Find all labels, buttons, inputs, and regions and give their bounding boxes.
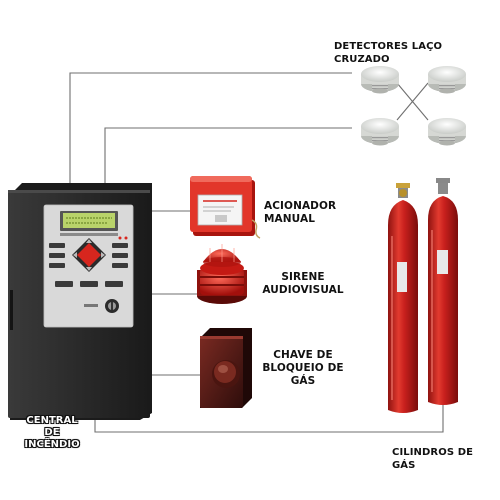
- smoke-detector-icon: [361, 118, 399, 146]
- lcd-display: [63, 213, 115, 228]
- wiring: [69, 72, 444, 433]
- acionador-label-line: ACIONADOR: [264, 200, 337, 212]
- central-label-line: INCÊNDIO: [24, 439, 80, 450]
- acionador-label: ACIONADOR MANUAL: [264, 200, 336, 226]
- chave-label-line: GÁS: [290, 375, 316, 387]
- central-label: CENTRAL DE INCÊNDIO: [8, 415, 96, 451]
- wire-cilindros: [94, 405, 444, 433]
- sirene-label-line: AUDIOVISUAL: [262, 284, 344, 296]
- panel-buttons-bottom: [55, 281, 123, 287]
- central-label-line: CENTRAL: [26, 415, 78, 426]
- sirene-label: SIRENE AUDIOVISUAL: [258, 271, 348, 297]
- sirene-label-line: SIRENE: [281, 271, 325, 283]
- panel-buttons-left: [49, 243, 65, 268]
- smoke-detector-icon: [361, 66, 399, 94]
- panel-buttons-right: [112, 243, 128, 268]
- cylinder-label: [437, 250, 448, 274]
- navigation-keypad: [72, 238, 106, 272]
- chave-label-line: BLOQUEIO DE: [262, 362, 344, 374]
- smoke-detector-icon: [428, 66, 466, 94]
- chave-label-line: CHAVE DE: [273, 349, 333, 361]
- acionador-label-line: MANUAL: [264, 213, 315, 225]
- key-switch-icon: [84, 299, 119, 313]
- siren-beacon-icon: [197, 244, 247, 304]
- wire-detectors-loop-a: [69, 72, 352, 183]
- chave-label: CHAVE DE BLOQUEIO DE GÁS: [258, 349, 348, 388]
- cylinder-label: [397, 262, 407, 292]
- cilindros-label: CILINDROS DE GÁS: [392, 447, 474, 471]
- manual-call-point-icon: [190, 176, 261, 239]
- central-panel: [8, 183, 152, 420]
- wire-detector-cross-2: [396, 82, 429, 121]
- gas-lock-switch-icon: [200, 328, 252, 408]
- detectors-label: DETECTORES LAÇO CRUZADO: [334, 41, 443, 65]
- smoke-detector-icon: [428, 118, 466, 146]
- wire-detectors-loop-b: [104, 127, 352, 183]
- detectors-group: [361, 66, 466, 146]
- central-label-line: DE: [44, 427, 60, 438]
- gas-cylinder-icon: [388, 178, 458, 413]
